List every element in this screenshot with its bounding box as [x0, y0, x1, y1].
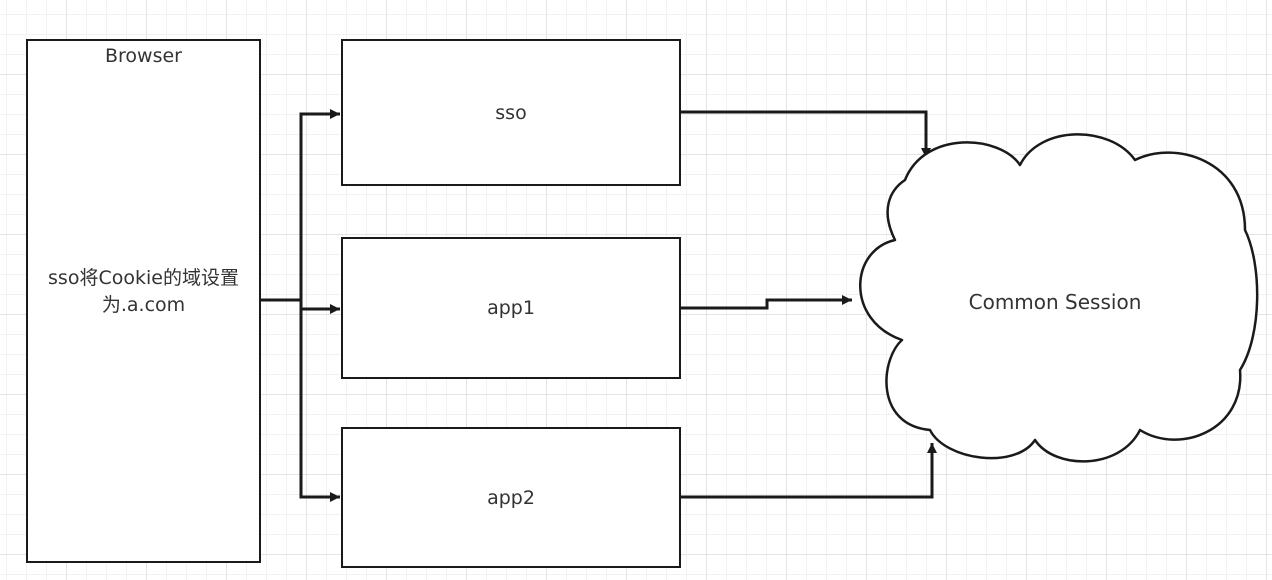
cloud-shape — [859, 133, 1259, 463]
edge-browser-app2 — [261, 298, 340, 502]
app2-label: app2 — [487, 486, 535, 509]
sso-node: sso — [341, 39, 681, 186]
app1-label: app1 — [487, 297, 535, 319]
session-label: Common Session — [968, 290, 1142, 314]
sso-label: sso — [495, 101, 527, 124]
edge-sso-session — [681, 110, 931, 158]
browser-node: Browser sso将Cookie的域设置为.a.com — [26, 39, 261, 563]
edge-app2-session — [681, 443, 937, 499]
browser-note: sso将Cookie的域设置为.a.com — [48, 267, 239, 316]
browser-title: Browser — [105, 45, 182, 67]
edge-browser-sso — [261, 109, 340, 302]
app1-node: app1 — [341, 237, 681, 379]
app2-node: app2 — [341, 427, 681, 568]
edge-app1-session — [681, 295, 852, 310]
